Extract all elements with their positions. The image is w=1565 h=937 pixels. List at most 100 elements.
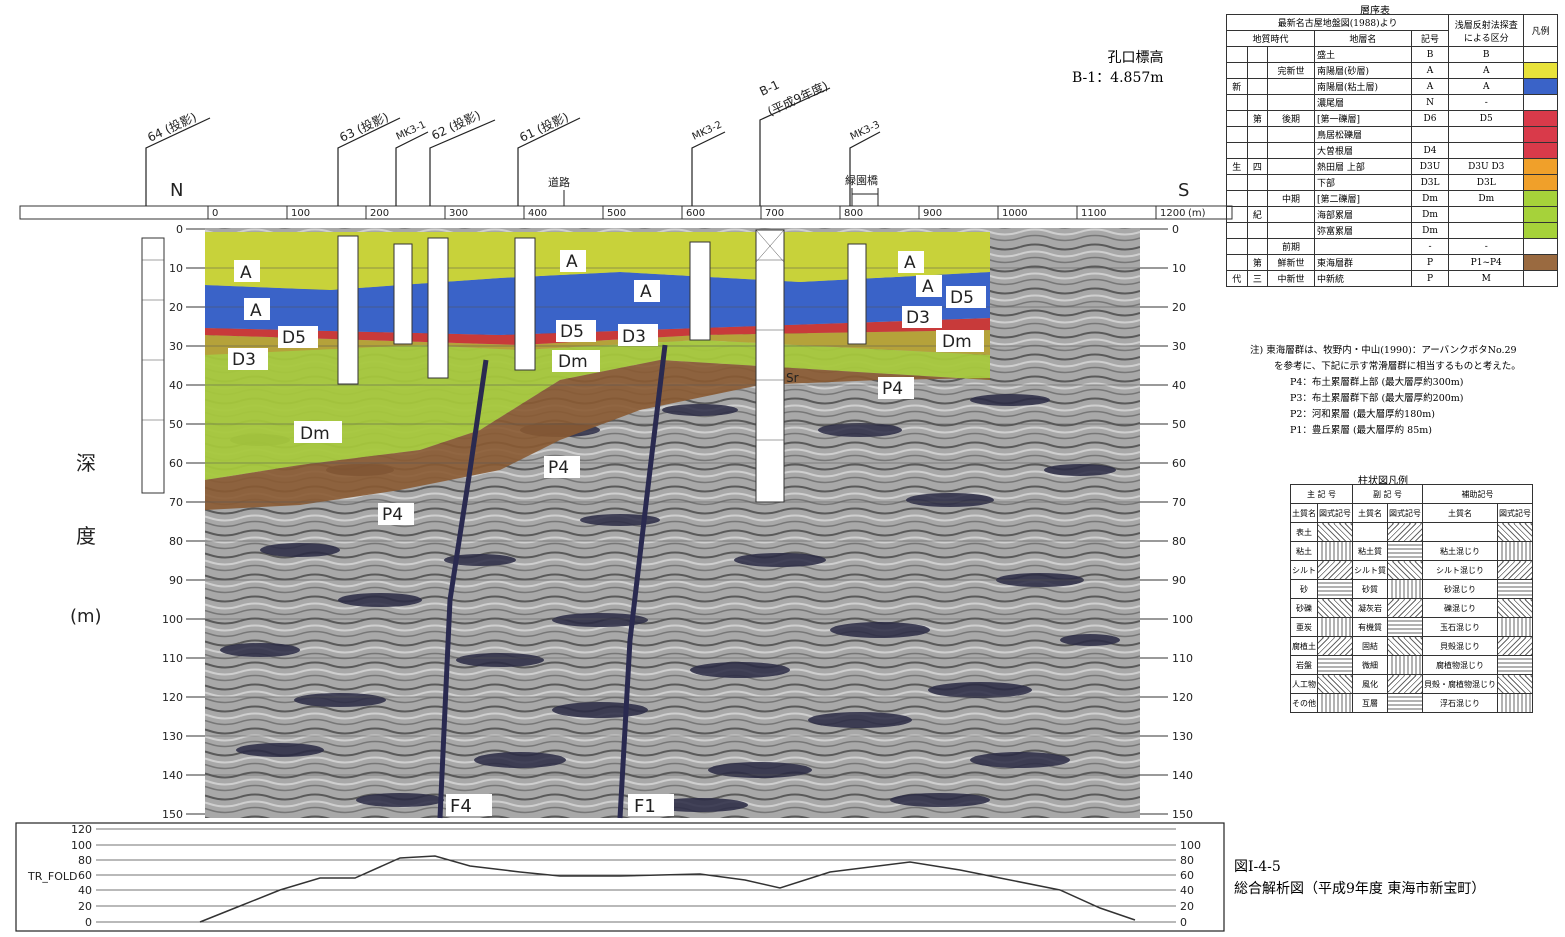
strat-epoch xyxy=(1267,78,1316,95)
col-legend-soil-name: 表土 xyxy=(1290,522,1318,542)
col-legend-subheader: 図式記号 xyxy=(1497,503,1533,523)
fold-tick-label: 20 xyxy=(78,900,92,913)
depth-tick-label: 50 xyxy=(169,418,183,431)
strat-swatch xyxy=(1523,190,1558,207)
column-legend: 主 記 号 副 記 号 補助記号 土質名 図式記号 土質名 図式記号 土質名 図… xyxy=(1290,484,1533,713)
distance-tick-label: 800 xyxy=(844,208,863,219)
depth-tick-label: 100 xyxy=(1172,613,1193,626)
col-legend-symbol xyxy=(1387,655,1423,675)
strat-swatch xyxy=(1523,238,1558,255)
layer-label: A xyxy=(566,252,578,272)
strat-division xyxy=(1448,222,1525,239)
strat-cell xyxy=(1226,206,1248,223)
depth-tick-label: 20 xyxy=(169,301,183,314)
strat-swatch xyxy=(1523,270,1558,287)
faults xyxy=(437,344,668,819)
borehole-mk3-1 xyxy=(393,243,413,345)
strat-name: 鳥居松礫層 xyxy=(1314,126,1412,143)
col-legend-soil-name: 砂礫 xyxy=(1290,598,1318,618)
depth-tick-label: 70 xyxy=(169,496,183,509)
col-legend-soil-name: シルト xyxy=(1290,560,1318,580)
strat-symbol: D3L xyxy=(1410,174,1450,191)
col-legend-subheader: 土質名 xyxy=(1352,503,1388,523)
fault-label-bg xyxy=(628,794,674,816)
bridge-marker xyxy=(851,188,879,206)
strat-epoch xyxy=(1267,174,1316,191)
col-legend-soil-name: 砂質 xyxy=(1352,579,1388,599)
depth-title-char: 深 xyxy=(76,451,96,475)
col-legend-symbol xyxy=(1497,655,1533,675)
strat-swatch xyxy=(1523,206,1558,223)
layer-label: D3 xyxy=(906,308,930,328)
col-legend-soil-name xyxy=(1352,522,1388,542)
depth-tick-label: 100 xyxy=(162,613,183,626)
col-legend-symbol xyxy=(1317,598,1353,618)
strat-epoch: 鮮新世 xyxy=(1267,254,1316,271)
strat-name xyxy=(1314,238,1412,255)
depth-tick-label: 150 xyxy=(1172,808,1193,821)
strat-header-name: 地層名 xyxy=(1314,30,1412,47)
borehole-b1 xyxy=(755,229,785,503)
strat-epoch: 中期 xyxy=(1267,190,1316,207)
strat-division: P1~P4 xyxy=(1448,254,1525,271)
col-legend-row: 粘土粘土質粘土混じり xyxy=(1290,541,1533,561)
strat-name: 中新統 xyxy=(1314,270,1412,287)
figure-number: 図Ⅰ-4-5 xyxy=(1234,859,1281,875)
col-legend-soil-name: 礫混じり xyxy=(1422,598,1498,618)
fold-panel xyxy=(15,822,1225,932)
layer-label: Dm xyxy=(300,424,330,444)
strat-cell xyxy=(1226,94,1248,111)
col-legend-symbol xyxy=(1387,560,1423,580)
col-legend-soil-name: 有機質 xyxy=(1352,617,1388,637)
strat-symbol: P xyxy=(1410,270,1450,287)
strat-division: A xyxy=(1448,78,1525,95)
depth-tick-label: 80 xyxy=(1172,535,1186,548)
bridge-label: 緑園橋 xyxy=(845,173,878,187)
fold-tick-label: 100 xyxy=(71,839,92,852)
distance-tick-label: 0 xyxy=(212,208,218,219)
col-legend-soil-name: その他 xyxy=(1290,693,1318,713)
strat-swatch xyxy=(1523,174,1558,191)
strat-name: 東海層群 xyxy=(1314,254,1412,271)
strat-name: 濃尾層 xyxy=(1314,94,1412,111)
strat-name: [第二礫層] xyxy=(1314,190,1412,207)
strat-era: 新 xyxy=(1226,78,1248,95)
strat-cell xyxy=(1226,254,1248,271)
strat-epoch xyxy=(1267,222,1316,239)
col-legend-soil-name: 互層 xyxy=(1352,693,1388,713)
strat-epoch: 中新世 xyxy=(1267,270,1316,287)
depth-tick-label: 30 xyxy=(1172,340,1186,353)
strat-symbol: Dm xyxy=(1410,222,1450,239)
col-legend-header: 副 記 号 xyxy=(1352,484,1423,504)
col-legend-row: 表土 xyxy=(1290,522,1533,542)
strat-cell xyxy=(1246,94,1269,111)
depth-tick-label: 130 xyxy=(1172,730,1193,743)
layer-label: D3 xyxy=(622,327,646,347)
col-legend-subheader: 図式記号 xyxy=(1387,503,1423,523)
col-legend-soil-name: 粘土質 xyxy=(1352,541,1388,561)
col-legend-soil-name: 腐植土 xyxy=(1290,636,1318,656)
fold-tick-label: 20 xyxy=(1180,900,1194,913)
col-legend-symbol xyxy=(1497,636,1533,656)
strat-swatch xyxy=(1523,142,1558,159)
strat-cell xyxy=(1246,46,1269,63)
strat-cell xyxy=(1226,46,1248,63)
borehole-columns xyxy=(141,229,867,503)
col-legend-symbol xyxy=(1317,674,1353,694)
col-legend-header: 主 記 号 xyxy=(1290,484,1353,504)
depth-tick-label: 120 xyxy=(1172,691,1193,704)
col-legend-soil-name: 粘土 xyxy=(1290,541,1318,561)
strat-name: 熱田層 上部 xyxy=(1314,158,1412,175)
depth-tick-label: 60 xyxy=(1172,457,1186,470)
layer-label: D5 xyxy=(950,288,974,308)
strat-cell xyxy=(1226,190,1248,207)
borehole-label-mk3-2: MK3-2 xyxy=(691,119,724,142)
depth-tick-label: 140 xyxy=(1172,769,1193,782)
borehole-63 xyxy=(337,235,359,385)
strat-swatch xyxy=(1523,254,1558,271)
